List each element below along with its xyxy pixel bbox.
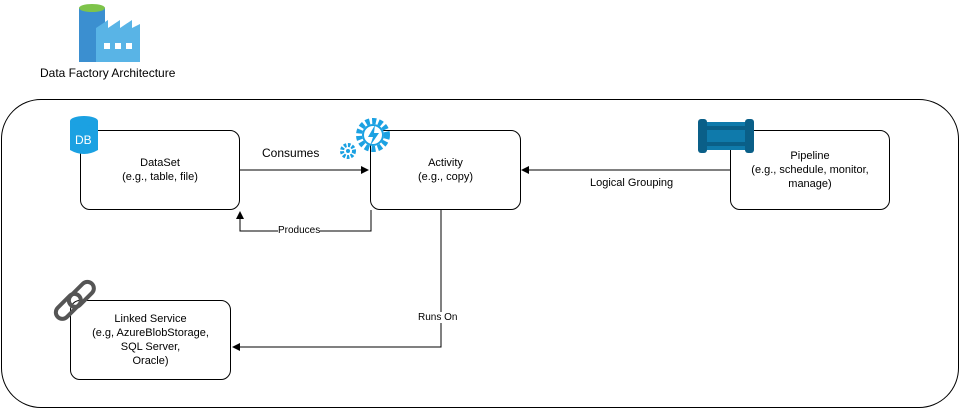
page-title: Data Factory Architecture [40,66,176,80]
node-linked-service[interactable]: Linked Service (e.g, AzureBlobStorage, S… [70,300,231,380]
node-linked-service-detail-2: SQL Server, [120,341,181,353]
node-pipeline-detail-2: manage) [788,178,832,190]
node-pipeline-detail-1: (e.g., schedule, monitor, [751,164,869,176]
edge-label-produces: Produces [278,225,321,236]
node-activity-detail: (e.g., copy) [417,171,474,183]
edge-label-logical-grouping: Logical Grouping [590,177,674,189]
node-linked-service-detail-3: Oracle) [132,355,169,367]
node-pipeline-title: Pipeline [790,150,830,162]
node-dataset[interactable]: DataSet (e.g., table, file) [80,130,240,210]
node-linked-service-title: Linked Service [114,313,187,325]
node-activity-title: Activity [428,157,463,169]
node-linked-service-detail-1: (e.g, AzureBlobStorage, [92,327,209,339]
architecture-container [1,99,959,408]
node-activity[interactable]: Activity (e.g., copy) [370,130,521,210]
node-pipeline[interactable]: Pipeline (e.g., schedule, monitor, manag… [730,130,890,210]
node-dataset-detail: (e.g., table, file) [122,171,198,183]
edge-label-runs-on: Runs On [418,312,458,323]
edge-label-consumes: Consumes [262,146,320,160]
node-dataset-title: DataSet [140,157,180,169]
